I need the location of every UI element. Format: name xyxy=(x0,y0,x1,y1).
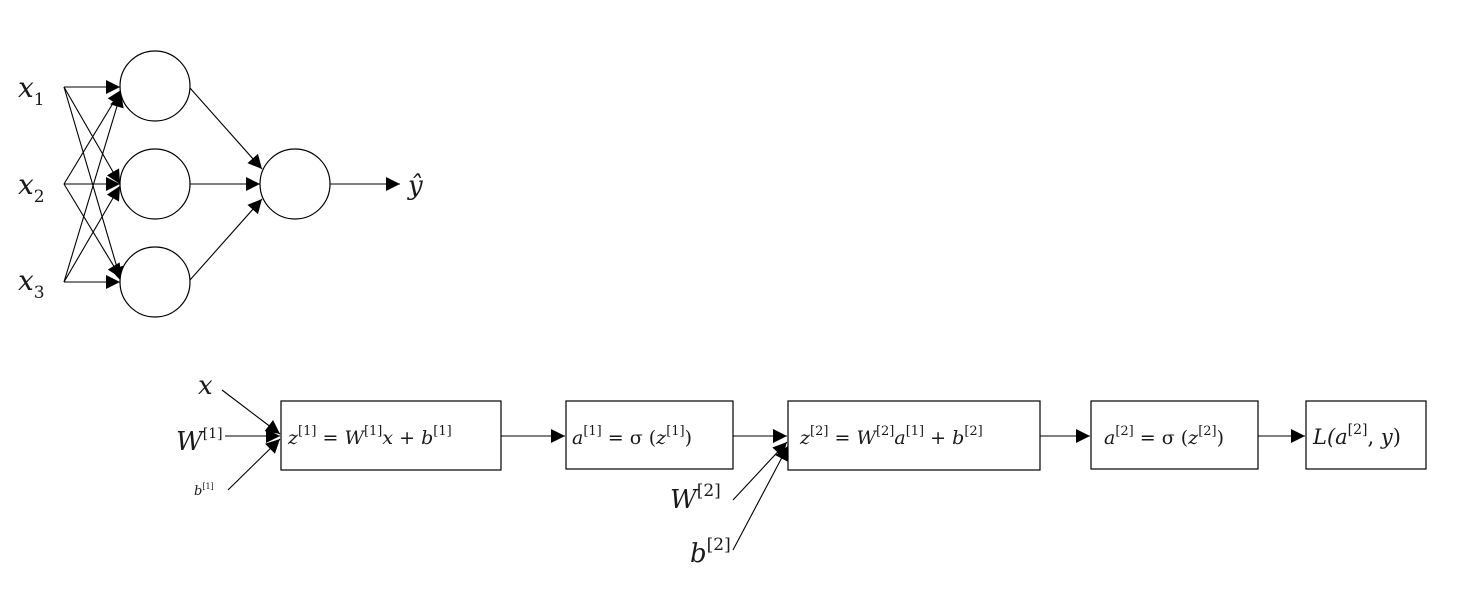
output-label-yhat: ŷ xyxy=(407,171,423,201)
input-b2-label: b[2] xyxy=(690,535,731,569)
equation-loss: L(a[2], y) xyxy=(1312,422,1401,449)
box-loss xyxy=(1305,400,1427,470)
edge-b2-z2 xyxy=(732,445,789,551)
input-label-x2: x2 xyxy=(18,168,45,207)
input-x-label: x xyxy=(198,371,213,401)
edge-W2-z2 xyxy=(732,441,788,501)
box-a1 xyxy=(565,400,734,470)
edge-h1-out xyxy=(189,87,263,170)
computation-graph: x W[1] b[1] z[1] = W[1]x + b[1] a[1] = σ… xyxy=(176,371,1427,569)
box-a2 xyxy=(1090,400,1259,470)
input-label-x1: x1 xyxy=(18,71,45,110)
input-W2-label: W[2] xyxy=(670,481,721,515)
edge-b1-z1 xyxy=(227,438,281,491)
equation-a1: a[1] = σ (z[1]) xyxy=(572,424,692,449)
edge-x3-h2 xyxy=(63,185,121,283)
equation-z1: z[1] = W[1]x + b[1] xyxy=(287,424,452,449)
hidden-node-2 xyxy=(119,148,191,220)
input-b1-label: b[1] xyxy=(194,482,214,499)
box-z1 xyxy=(280,400,502,471)
input-W1-label: W[1] xyxy=(176,426,223,457)
edge-h3-out xyxy=(189,198,263,281)
edge-x2-h3 xyxy=(63,183,122,279)
edge-x-z1 xyxy=(221,389,281,435)
edge-x3-h1 xyxy=(63,92,124,283)
hidden-node-3 xyxy=(119,246,191,318)
edge-x1-h2 xyxy=(63,86,121,185)
equation-a2: a[2] = σ (z[2]) xyxy=(1104,424,1224,449)
input-label-x3: x3 xyxy=(18,264,45,303)
equation-z2: z[2] = W[2]a[1] + b[2] xyxy=(799,424,983,449)
network-graph: x1 x2 x3 ŷ xyxy=(18,50,423,318)
output-node xyxy=(259,148,331,220)
box-z2 xyxy=(787,400,1041,471)
hidden-node-1 xyxy=(119,50,191,122)
input-hidden-edges xyxy=(63,80,124,289)
